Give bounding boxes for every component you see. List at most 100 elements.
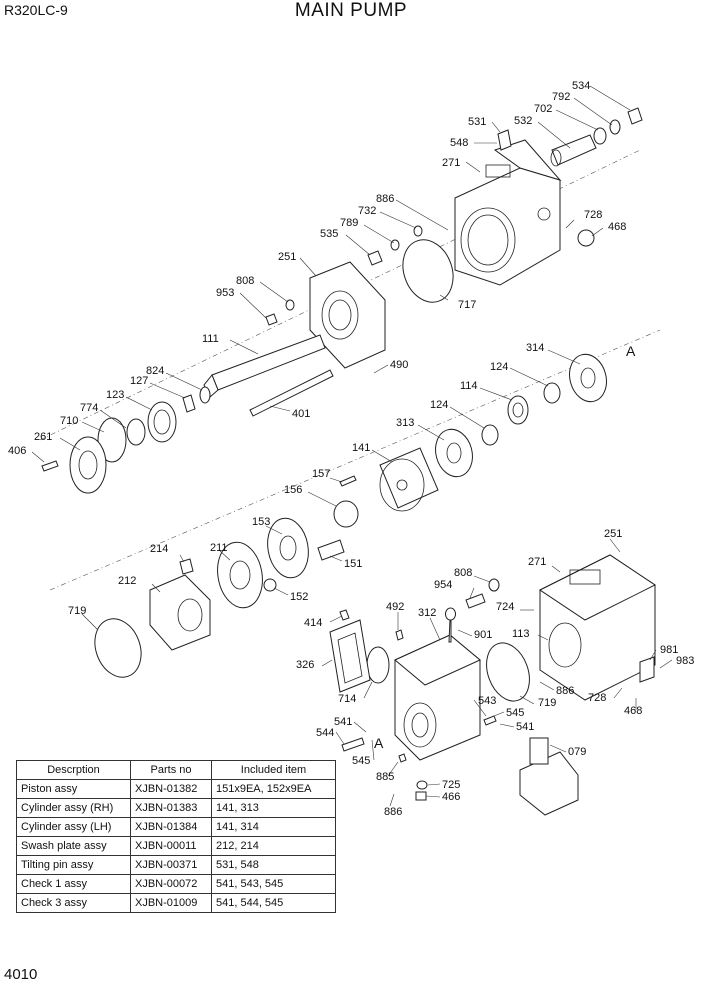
- callout-label: 544: [316, 727, 334, 739]
- column-header-included-item: Included item: [211, 760, 336, 780]
- cover-326-part: [329, 619, 371, 693]
- plug-466-part: [415, 791, 427, 801]
- rear-housing-271-part: [454, 139, 562, 286]
- callout-label: 326: [296, 659, 314, 671]
- table-cell: 531, 548: [211, 855, 336, 875]
- callout-letter: A: [626, 343, 636, 359]
- callout-label: 153: [252, 516, 270, 528]
- shoe-152-part: [263, 578, 277, 592]
- callout-label: 401: [292, 408, 310, 420]
- callout-label: 314: [526, 342, 544, 354]
- table-cell: 541, 544, 545: [211, 893, 336, 913]
- callout-label: 541: [334, 716, 352, 728]
- callout-label: 468: [624, 705, 642, 717]
- bolt-406-part: [41, 460, 59, 472]
- table-row: Cylinder assy (LH) XJBN-01384 141, 314: [16, 817, 336, 837]
- callout-label: 124: [430, 399, 448, 411]
- callout-label: 792: [552, 91, 570, 103]
- tilting-pin-401-part: [249, 369, 334, 417]
- callout-label: 251: [278, 251, 296, 263]
- table-cell: XJBN-00072: [130, 874, 212, 894]
- valve-block-312-part: [394, 634, 481, 761]
- table-cell: 151x9EA, 152x9EA: [211, 779, 336, 799]
- o-ring-702-part: [593, 127, 607, 145]
- table-cell: Cylinder assy (LH): [16, 817, 131, 837]
- callout-label: 492: [386, 601, 404, 613]
- callout-label: 141: [352, 442, 370, 454]
- table-cell: XJBN-01382: [130, 779, 212, 799]
- plug-954-part: [465, 593, 486, 609]
- callout-label: 824: [146, 365, 164, 377]
- table-cell: XJBN-00371: [130, 855, 212, 875]
- valve-plate-314-part: [569, 353, 607, 403]
- table-cell: Cylinder assy (RH): [16, 798, 131, 818]
- eye-bolt-901-part: [445, 607, 456, 643]
- regulator-079-part: [519, 737, 579, 816]
- o-ring-719b-part: [486, 642, 530, 702]
- table-cell: XJBN-01383: [130, 798, 212, 818]
- callout-label: 079: [568, 746, 586, 758]
- table-row: Check 3 assy XJBN-01009 541, 544, 545: [16, 893, 336, 913]
- callout-label: 541: [516, 721, 534, 733]
- callout-label: 406: [8, 445, 26, 457]
- plug-728-part: [577, 229, 595, 247]
- o-ring-808b-part: [488, 578, 500, 592]
- check-valve-544-part: [341, 737, 365, 752]
- o-ring-789-part: [390, 239, 400, 251]
- plug-534-part: [627, 107, 643, 125]
- callout-label: 114: [460, 380, 478, 392]
- seal-cover-261-part: [69, 436, 107, 494]
- table-cell: Piston assy: [16, 779, 131, 799]
- spacer-127-part: [182, 394, 196, 413]
- table-cell: XJBN-01384: [130, 817, 212, 837]
- callout-label: 545: [506, 707, 524, 719]
- callout-letter: A: [374, 735, 384, 751]
- table-row: Tilting pin assy XJBN-00371 531, 548: [16, 855, 336, 875]
- bearing-123-part: [147, 401, 177, 443]
- support-214-part: [179, 558, 194, 575]
- callout-label: 886: [376, 193, 394, 205]
- table-row: Cylinder assy (RH) XJBN-01383 141, 313: [16, 798, 336, 818]
- callout-label: 531: [468, 116, 486, 128]
- callout-label: 214: [150, 543, 168, 555]
- callout-label: 808: [236, 275, 254, 287]
- table-row: Piston assy XJBN-01382 151x9EA, 152x9EA: [16, 779, 336, 799]
- needle-bearing-124b-part: [481, 424, 499, 446]
- plug-953-part: [265, 313, 278, 326]
- plug-885-part: [398, 753, 407, 763]
- callout-label: 111: [202, 333, 219, 345]
- o-ring-719-part: [94, 618, 142, 678]
- bolt-414-part: [339, 609, 350, 621]
- callout-label: 732: [358, 205, 376, 217]
- spline-coupling-114-part: [507, 395, 529, 425]
- table-cell: 141, 314: [211, 817, 336, 837]
- callout-label: 981: [660, 644, 678, 656]
- table-row: Check 1 assy XJBN-00072 541, 543, 545: [16, 874, 336, 894]
- o-ring-725-part: [416, 780, 428, 790]
- callout-label: 490: [390, 359, 408, 371]
- callout-label: 901: [474, 629, 492, 641]
- callout-label: 251: [604, 528, 622, 540]
- retainer-plate-153-part: [267, 517, 309, 579]
- callout-label: 414: [304, 617, 322, 629]
- callout-label: 710: [60, 415, 78, 427]
- table-cell: Tilting pin assy: [16, 855, 131, 875]
- callout-label: 543: [478, 695, 496, 707]
- spring-157-part: [339, 475, 357, 487]
- callout-label: 728: [588, 692, 606, 704]
- page-title: MAIN PUMP: [294, 0, 408, 21]
- callout-label: 774: [80, 402, 98, 414]
- pin-535-part: [367, 250, 383, 266]
- model-code: R320LC-9: [4, 2, 68, 18]
- check-valve-543-part: [483, 715, 497, 726]
- callout-label: 535: [320, 228, 338, 240]
- callout-label: 212: [118, 575, 136, 587]
- callout-label: 313: [396, 417, 414, 429]
- callout-label: 545: [352, 755, 370, 767]
- parting-line-middle: [49, 329, 661, 591]
- callout-label: 211: [210, 542, 228, 554]
- callout-label: 983: [676, 655, 694, 667]
- seal-cover-251-part: [309, 261, 386, 369]
- table-header-row: Descrption Parts no Included item: [16, 760, 336, 780]
- table-row: Swash plate assy XJBN-00011 212, 214: [16, 836, 336, 856]
